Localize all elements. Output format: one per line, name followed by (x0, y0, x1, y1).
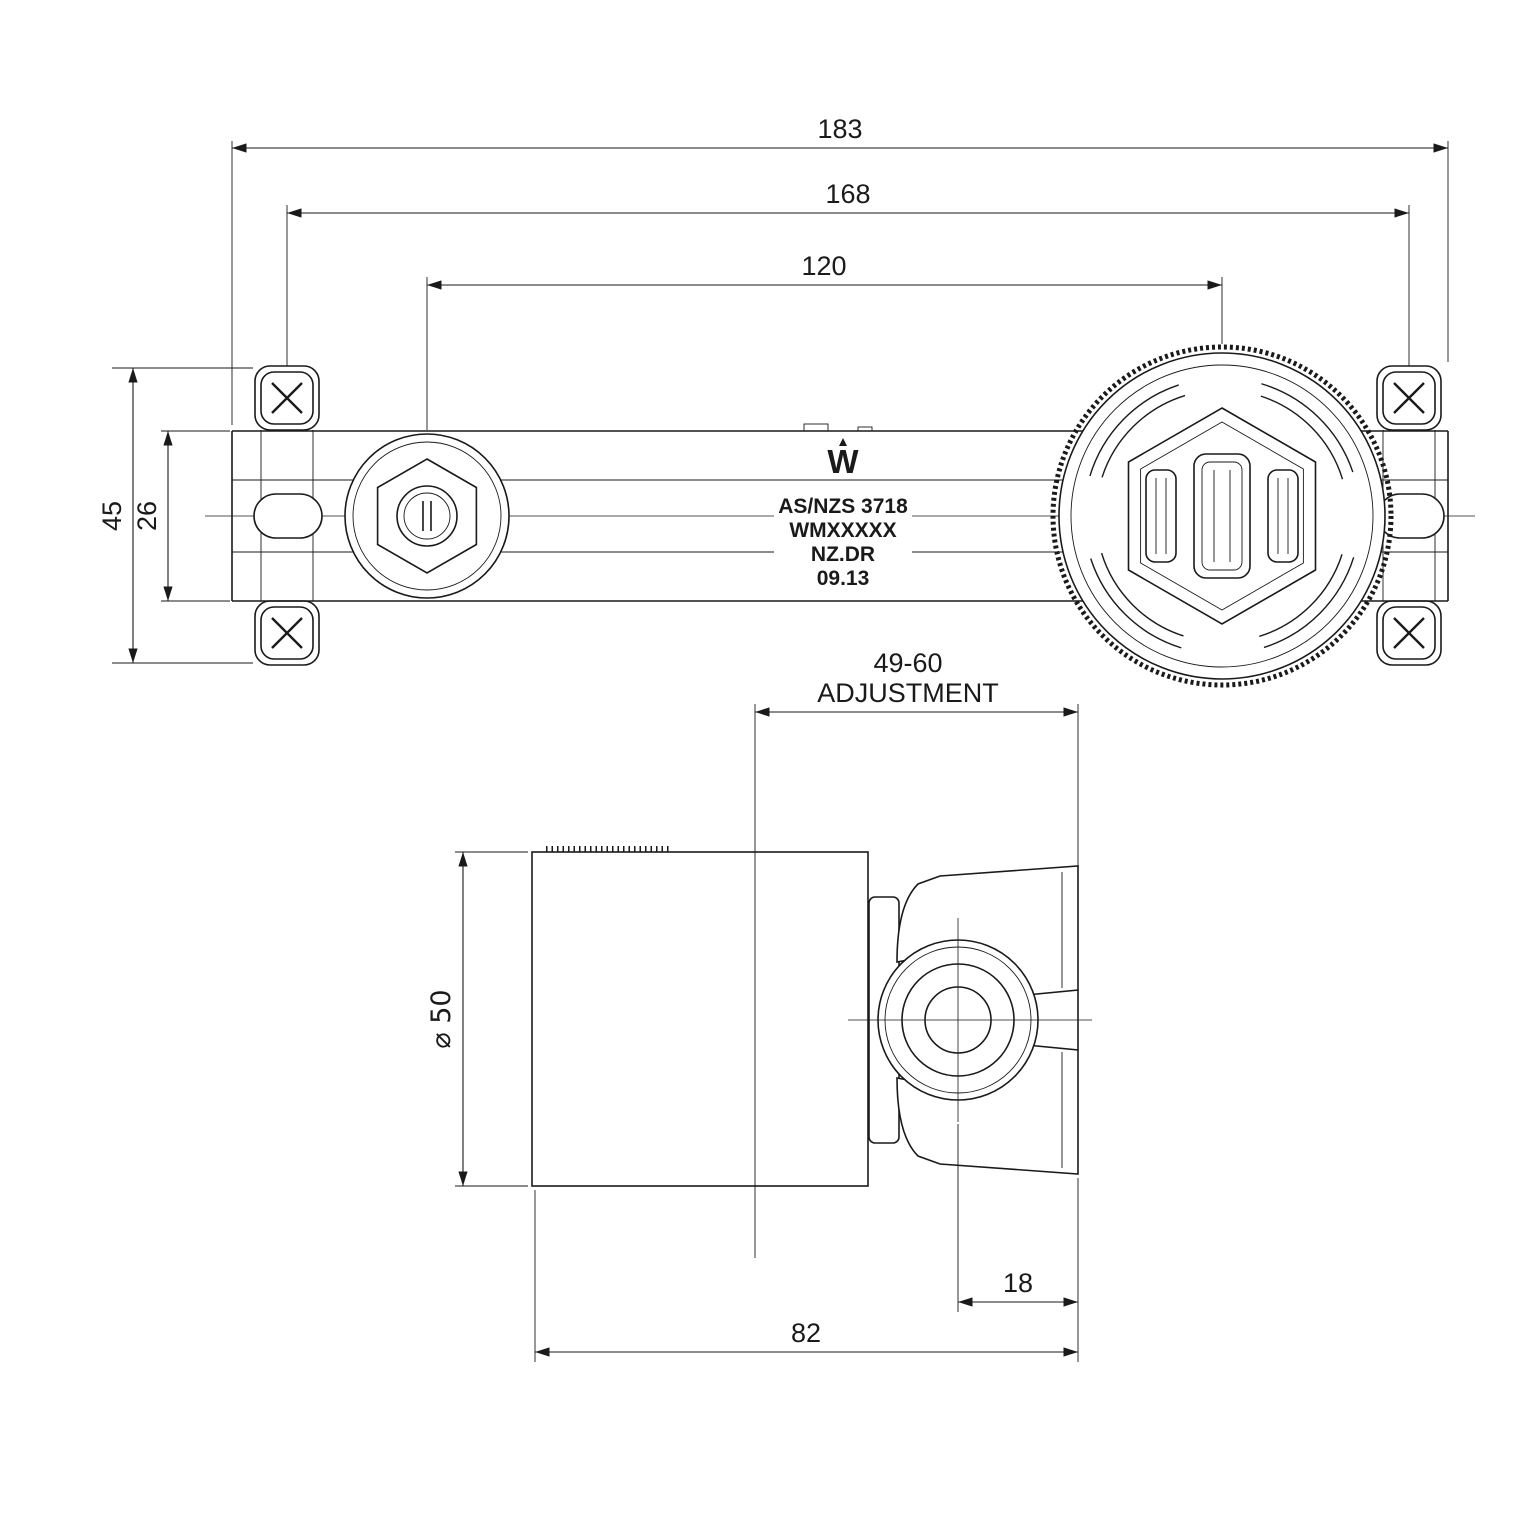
dim-45: 45 (97, 367, 253, 664)
origin-code: NZ.DR (811, 543, 875, 566)
dimension-label: 168 (825, 179, 870, 209)
spindle-slot (1193, 453, 1251, 579)
extension-line (286, 205, 1410, 366)
extension-line (231, 141, 1449, 425)
dimension-label: 49-60 (873, 648, 942, 678)
phillips-screw (260, 371, 314, 425)
side-rib (1145, 469, 1177, 563)
extension-line (957, 1124, 1079, 1362)
centerline (848, 918, 1092, 1122)
license-number: WMXXXXX (789, 519, 896, 542)
dim-120: 120 (426, 251, 1223, 430)
top-view: W AS/NZS 3718 WMXXXXX NZ.DR 09.13 183 16… (97, 114, 1475, 688)
dim-diameter-50: ⌀ 50 (426, 851, 528, 1187)
phillips-screw (1382, 606, 1436, 660)
knurled-ring (1050, 344, 1394, 688)
side-rib (1267, 469, 1299, 563)
dim-18: 18 (957, 1124, 1079, 1362)
dimension-label: 26 (132, 501, 162, 531)
side-view: 49-60 ADJUSTMENT ⌀ 50 18 82 (426, 648, 1092, 1362)
dimension-label: 120 (801, 251, 846, 281)
clip-mark (857, 426, 873, 432)
phillips-screw (1382, 371, 1436, 425)
hex-nut (376, 458, 478, 574)
body-cylinder (531, 846, 869, 1187)
watermark-logo: W (827, 438, 859, 480)
dim-82: 82 (534, 1190, 1078, 1362)
hex-body (1127, 407, 1317, 625)
dimension-label: 45 (97, 501, 127, 531)
mixer-cartridge-assembly (1050, 344, 1394, 688)
extension-line (455, 851, 528, 1187)
dimension-label: ADJUSTMENT (817, 678, 999, 708)
dim-adjustment: 49-60 ADJUSTMENT (754, 648, 1079, 1258)
mounting-slot (253, 493, 323, 539)
dim-168: 168 (286, 179, 1410, 366)
extension-line (426, 277, 1223, 430)
dimension-label: 183 (817, 114, 862, 144)
clip-mark (803, 423, 829, 432)
dim-26: 26 (132, 430, 230, 602)
dimension-label: 82 (791, 1318, 821, 1348)
standard-code: AS/NZS 3718 (778, 495, 908, 518)
watermark-arrow-icon (839, 438, 847, 446)
phillips-screw (260, 606, 314, 660)
compliance-text: AS/NZS 3718 WMXXXXX NZ.DR 09.13 (778, 495, 908, 590)
watermark-letter: W (827, 443, 859, 480)
outlet-boss (848, 918, 1092, 1122)
dimension-label: 18 (1003, 1268, 1033, 1298)
dimension-label: ⌀ 50 (426, 989, 457, 1048)
left-inlet-fitting (344, 433, 510, 599)
extension-line (754, 704, 1079, 1258)
dim-183: 183 (231, 114, 1449, 425)
date-code: 09.13 (817, 567, 870, 590)
